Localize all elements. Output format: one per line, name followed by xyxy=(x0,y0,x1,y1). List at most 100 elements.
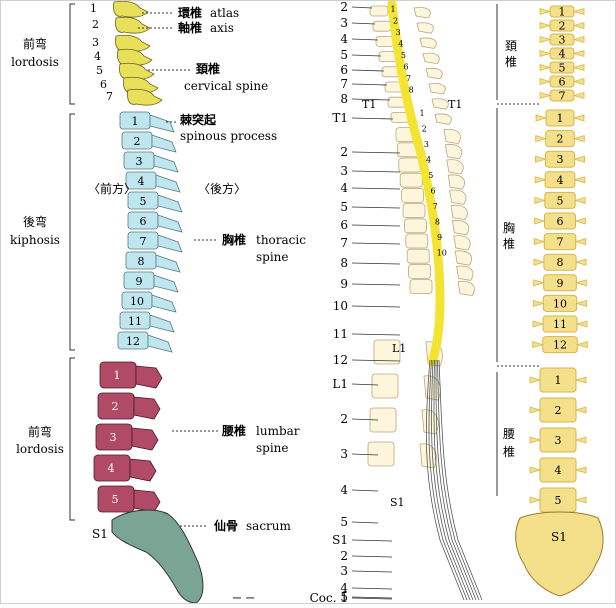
front-thoracic-vertebra-number: 4 xyxy=(557,174,564,187)
inner-s1: S1 xyxy=(390,496,405,509)
nerve-view-vertebra xyxy=(373,339,401,365)
sacrum-en: sacrum xyxy=(246,519,291,533)
nerve-root-label: 3 xyxy=(340,564,348,578)
side-lumbar-spinous xyxy=(135,365,163,389)
front-lumbar-vertebra-number: 4 xyxy=(555,464,562,477)
front-cervical-vertebra-number: 2 xyxy=(559,20,566,33)
side-thoracic-spinous xyxy=(157,194,183,213)
canal-cervical-number: 2 xyxy=(393,17,398,26)
canal-thoracic-number: 8 xyxy=(435,218,440,227)
lumbar-en-1: lumbar xyxy=(256,424,300,438)
front-cervical-vertebra-processes xyxy=(539,49,585,58)
thoracic-jp: 胸椎 xyxy=(222,232,246,247)
direction-back: 〈後方〉 xyxy=(198,181,246,196)
front-thoracic-vertebra-processes xyxy=(534,217,586,225)
side-cervical-number: 2 xyxy=(92,18,99,31)
nerve-root-label: 5 xyxy=(340,590,348,604)
canal-cervical-number: 3 xyxy=(396,28,401,37)
nerve-view-vertebra xyxy=(408,263,432,279)
sacrum-jp: 仙骨 xyxy=(214,518,238,533)
inner-t1-right: T1 xyxy=(448,98,462,111)
cervical-annotation: 頚椎 cervical spine xyxy=(148,61,268,93)
nerve-view-vertebra xyxy=(369,5,389,17)
side-cervical-number: 5 xyxy=(96,64,103,77)
nerve-root-label: 5 xyxy=(340,515,348,529)
front-thoracic-vertebra-number: 10 xyxy=(553,297,567,310)
front-lumbar-vertebra-number: 1 xyxy=(555,374,562,387)
atlas-jp: 環椎 xyxy=(178,5,202,20)
nerve-view-posterior-element xyxy=(419,37,437,49)
canal-cervical-number: 5 xyxy=(401,51,406,60)
nerve-root-line xyxy=(351,539,393,542)
nerve-root-line xyxy=(351,597,393,600)
nerve-root-label: 8 xyxy=(340,256,348,270)
nerve-root-line xyxy=(351,54,382,57)
front-thoracic-vertebra-number: 6 xyxy=(557,215,564,228)
nerve-root-label: 4 xyxy=(340,483,348,497)
side-thoracic-spinous xyxy=(149,314,175,333)
nerve-view-vertebra xyxy=(401,187,425,203)
nerve-root-line xyxy=(351,359,401,362)
nerve-root-label: T1 xyxy=(332,111,348,125)
nerve-view-posterior-element xyxy=(434,113,452,125)
side-cervical-number: 6 xyxy=(100,78,107,91)
front-lumbar-vertebra-processes xyxy=(529,376,587,384)
front-thoracic-vertebra-processes xyxy=(534,196,586,204)
nerve-root-line xyxy=(351,521,379,524)
front-thoracic-vertebra-processes xyxy=(534,176,586,184)
front-thoracic-vertebra-processes xyxy=(533,279,587,287)
side-thoracic-number: 2 xyxy=(134,135,141,148)
front-thoracic-vertebra-number: 8 xyxy=(557,256,564,269)
nerve-view-posterior-element xyxy=(416,22,434,34)
nerve-root-label: 10 xyxy=(333,299,348,313)
nerve-root-line xyxy=(351,170,401,173)
nerve-root-line xyxy=(351,596,393,599)
spinous-en: spinous process xyxy=(180,129,277,143)
side-cervical-vertebra xyxy=(113,0,149,18)
lumbar-annotation: 腰椎 lumbar spine xyxy=(172,423,300,455)
nerve-root-label: 5 xyxy=(340,48,348,62)
lumbar-curve-en: lordosis xyxy=(16,442,64,456)
axis-annotation: 軸椎 axis xyxy=(138,20,234,35)
cauda-equina-strand xyxy=(428,359,468,601)
front-thoracic-vertebra-number: 9 xyxy=(557,277,564,290)
canal-thoracic-number: 1 xyxy=(419,109,424,118)
nerve-root-line xyxy=(351,489,379,492)
nerve-view-posterior-element xyxy=(454,250,472,266)
nerve-root-line xyxy=(351,22,376,25)
side-thoracic-number: 7 xyxy=(140,235,147,248)
side-cervical-number: 1 xyxy=(90,2,97,15)
front-thoracic-vertebra-processes xyxy=(535,114,585,122)
nerve-root-line xyxy=(351,187,401,190)
front-lumbar-vertebra-processes xyxy=(529,496,587,504)
cervical-curve-jp: 前弯 xyxy=(23,36,47,51)
side-thoracic-number: 6 xyxy=(140,215,147,228)
front-lumbar-vertebra-processes xyxy=(529,406,587,414)
side-thoracic-number: 11 xyxy=(128,315,142,328)
nerve-root-label: 11 xyxy=(333,327,348,341)
nerve-view-posterior-element xyxy=(428,83,446,95)
canal-thoracic-number: 4 xyxy=(426,156,431,165)
nerve-view-vertebral-bodies xyxy=(367,5,475,469)
nerve-root-label: 9 xyxy=(340,277,348,291)
nerve-view-posterior-element xyxy=(453,235,471,251)
canal-cervical-number: 4 xyxy=(398,40,403,49)
nerve-root-line xyxy=(351,98,391,101)
side-sacrum-label: S1 xyxy=(92,527,108,541)
nerve-root-label: 6 xyxy=(340,218,348,232)
front-cervical-vertebra-processes xyxy=(539,21,585,30)
nerve-root-label: 3 xyxy=(340,16,348,30)
side-lumbar-number: 4 xyxy=(108,462,115,475)
nerve-view-posterior-element xyxy=(431,98,449,110)
canal-thoracic-number: 7 xyxy=(433,202,438,211)
nerve-root-line xyxy=(351,383,379,386)
canal-cervical-number: 1 xyxy=(390,5,395,14)
nerve-root-line xyxy=(351,83,388,86)
nerve-view-vertebra xyxy=(409,279,433,295)
front-cervical-char-2: 椎 xyxy=(505,54,517,69)
cervical-curve-en: lordosis xyxy=(11,55,59,69)
nerve-view-posterior-element xyxy=(446,159,464,175)
nerve-view-posterior-element xyxy=(450,204,468,221)
